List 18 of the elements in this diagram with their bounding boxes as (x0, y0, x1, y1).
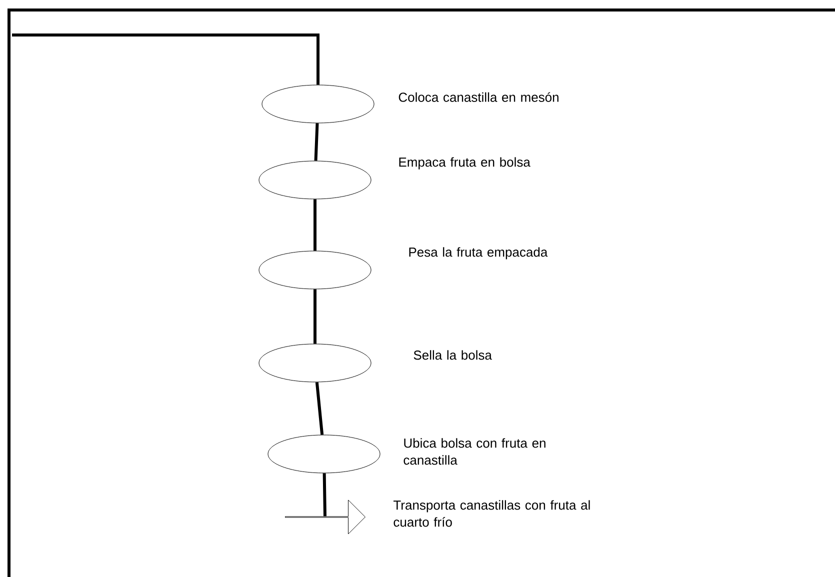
step-label: Sella la bolsa (414, 350, 492, 360)
step-label: Ubica bolsa con fruta en canastilla (404, 438, 546, 465)
step-label: Empaca fruta en bolsa (399, 157, 530, 170)
step-label: Transporta canastillas con fruta al cuarto frío (394, 500, 590, 527)
step-ellipse (258, 250, 372, 290)
step-ellipse (258, 160, 372, 200)
step-ellipse (262, 84, 374, 124)
connector-line (314, 199, 316, 251)
step-ellipse (268, 434, 380, 474)
connector-line (314, 289, 316, 344)
block-arrow (284, 500, 366, 534)
connector-line (12, 34, 320, 85)
connector-line (314, 123, 319, 161)
step-label: Pesa la fruta empacada (409, 247, 548, 260)
connector-line (322, 473, 326, 516)
connector-line (315, 382, 324, 435)
step-label: Coloca canastilla en mesón (398, 92, 558, 102)
step-ellipse (258, 344, 372, 382)
